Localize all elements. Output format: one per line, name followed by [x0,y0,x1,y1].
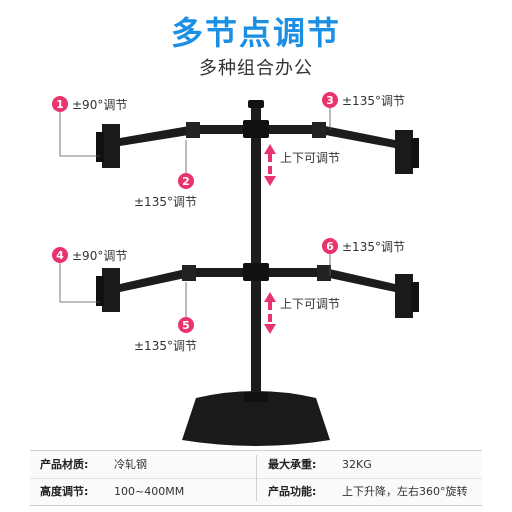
leader-lines [59,100,331,318]
upper-clamp [243,120,269,138]
height-arrow-upper [264,144,276,186]
height-arrow-lower [264,292,276,334]
svg-text:6: 6 [326,240,334,253]
badge-4: 4 [52,247,68,263]
label-5: ±135°调节 [134,339,197,353]
badge-5: 5 [178,317,194,333]
svg-text:2: 2 [182,175,190,188]
spec-table: 产品材质: 冷轧钢 最大承重: 32KG 高度调节: 100~400MM 产品功… [30,450,482,506]
stand-base [182,391,330,446]
base-collar [244,392,268,402]
upper-left-vesa-mount [96,124,120,168]
height-label-upper: 上下可调节 [280,151,340,165]
spec-divider [256,455,257,501]
spec-function-key: 产品功能: [268,485,317,498]
svg-text:1: 1 [56,98,64,111]
center-pole [251,103,261,408]
label-6: ±135°调节 [342,240,405,254]
svg-text:3: 3 [326,94,334,107]
page-title: 多节点调节 [170,14,341,52]
upper-arm-left [120,122,248,146]
badge-2: 2 [178,173,194,189]
upper-arm-right [264,122,395,148]
badge-1: 1 [52,96,68,112]
spec-load-key: 最大承重: [268,458,317,471]
badge-3: 3 [322,92,338,108]
badge-6: 6 [322,238,338,254]
spec-height-key: 高度调节: [40,485,89,498]
spec-material-key: 产品材质: [40,458,89,471]
spec-height-value: 100~400MM [114,485,185,498]
label-4: ±90°调节 [72,249,127,263]
lower-arm-right [264,265,395,292]
svg-text:5: 5 [182,319,190,332]
height-label-lower: 上下可调节 [280,297,340,311]
pole-cap [248,100,264,108]
lower-arm-left [120,265,248,292]
lower-left-vesa-mount [96,268,120,312]
lower-clamp [243,263,269,281]
upper-right-vesa-mount [395,130,419,174]
spec-material-value: 冷轧钢 [114,458,147,471]
page-subtitle: 多种组合办公 [199,58,313,79]
spec-function-value: 上下升降，左右360°旋转 [342,485,468,498]
spec-row: 高度调节: 100~400MM 产品功能: 上下升降，左右360°旋转 [30,478,482,505]
label-2: ±135°调节 [134,195,197,209]
lower-right-vesa-mount [395,274,419,318]
label-1: ±90°调节 [72,98,127,112]
label-3: ±135°调节 [342,94,405,108]
spec-load-value: 32KG [342,458,372,471]
svg-text:4: 4 [56,249,64,262]
